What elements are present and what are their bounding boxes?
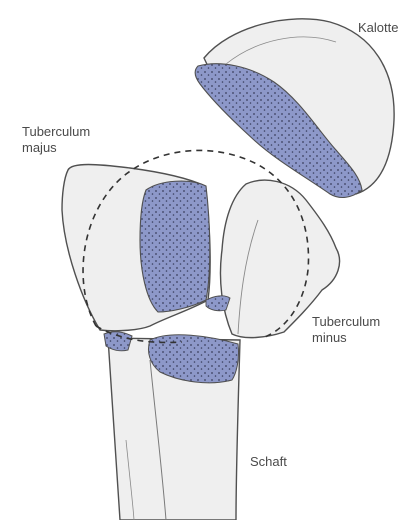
label-tuberculum-minus-line2: minus (312, 330, 402, 346)
label-tuberculum-majus: Tuberculum majus (22, 124, 142, 156)
label-kalotte: Kalotte (358, 20, 398, 36)
label-tuberculum-minus: Tuberculum minus (312, 314, 402, 346)
label-schaft: Schaft (250, 454, 287, 470)
kalotte-fragment (195, 19, 394, 198)
label-tuberculum-majus-line2: majus (22, 140, 142, 156)
label-tuberculum-majus-line1: Tuberculum (22, 124, 142, 140)
label-tuberculum-minus-line1: Tuberculum (312, 314, 402, 330)
